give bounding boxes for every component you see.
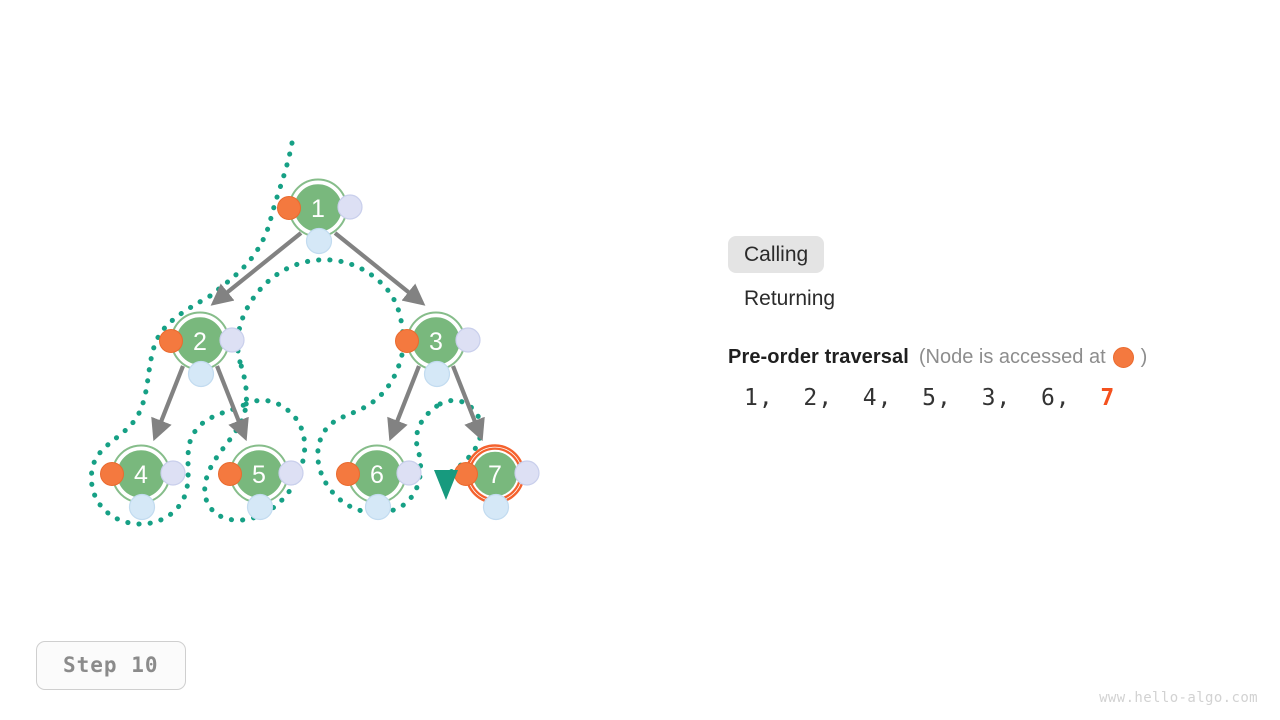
legend-row-returning: Returning: [728, 276, 1248, 320]
tree-node-6[interactable]: 6: [336, 444, 422, 521]
traversal-sequence-item: 6,: [1040, 385, 1101, 411]
current-pointer-triangle-icon: [434, 470, 458, 500]
traversal-sequence-item: 5,: [922, 385, 982, 411]
tree-edges: [151, 231, 485, 442]
traversal-sequence-item: 2,: [803, 385, 863, 411]
traversal-sequence-item: 4,: [862, 385, 923, 411]
traversal-title: Pre-order traversal: [728, 346, 909, 368]
node-label: 1: [311, 195, 325, 223]
tree-node-3[interactable]: 3: [395, 311, 481, 388]
tree-node-7[interactable]: 7: [454, 444, 540, 521]
access-dot-icon: [1112, 347, 1134, 368]
traversal-sequence-item: 7: [1100, 385, 1116, 411]
node-label: 4: [134, 461, 148, 489]
node-access-dot: [277, 196, 301, 220]
edge-n3-n7: [451, 365, 485, 442]
watermark: www.hello-algo.com: [1099, 690, 1258, 706]
node-access-dot: [395, 329, 419, 353]
recursion-path-n2-to-n3: [235, 257, 407, 365]
node-bottom-child-dot: [128, 493, 156, 521]
node-access-dot: [454, 462, 478, 486]
traversal-note-suffix: ): [1140, 346, 1148, 368]
node-right-child-dot: [455, 327, 481, 353]
node-right-child-dot: [337, 194, 363, 220]
edge-n2-n5: [215, 365, 249, 442]
node-right-child-dot: [160, 460, 186, 486]
recursion-path-to-n4: [88, 293, 249, 527]
node-right-child-dot: [514, 460, 540, 486]
traversal-block: Pre-order traversal (Node is accessed at…: [728, 346, 1248, 411]
traversal-heading: Pre-order traversal (Node is accessed at…: [728, 346, 1248, 369]
traversal-note-prefix: (Node is accessed at: [918, 346, 1106, 368]
node-access-dot: [159, 329, 183, 353]
traversal-note: (Node is accessed at ): [919, 346, 1147, 369]
edge-n2-n4: [151, 365, 185, 442]
node-right-child-dot: [396, 460, 422, 486]
binary-tree-diagram: 1 2 3 4: [88, 140, 540, 527]
tree-node-4[interactable]: 4: [100, 444, 186, 521]
node-bottom-child-dot: [482, 493, 510, 521]
tree-node-2[interactable]: 2: [159, 311, 245, 388]
traversal-sequence-item: 1,: [744, 385, 804, 411]
traversal-sequence: 1, 2, 4, 5, 3, 6, 7: [744, 385, 1248, 411]
node-label: 6: [370, 461, 384, 489]
node-label: 3: [429, 328, 443, 356]
legend-returning-label: Returning: [744, 286, 836, 310]
legend-row-calling: Calling: [728, 232, 1248, 276]
traversal-sequence-item: 3,: [981, 385, 1041, 411]
edge-n3-n6: [387, 365, 421, 442]
node-label: 7: [488, 461, 502, 489]
tree-node-5[interactable]: 5: [218, 444, 304, 521]
node-label: 2: [193, 328, 207, 356]
node-label: 5: [252, 461, 266, 489]
node-bottom-child-dot: [187, 360, 215, 388]
step-badge: Step 10: [36, 641, 186, 690]
node-right-child-dot: [219, 327, 245, 353]
node-bottom-child-dot: [423, 360, 451, 388]
tree-node-1[interactable]: 1: [277, 178, 363, 255]
node-bottom-child-dot: [305, 227, 333, 255]
node-right-child-dot: [278, 460, 304, 486]
edge-n1-n3: [333, 231, 426, 306]
node-access-dot: [100, 462, 124, 486]
info-panel: Calling Returning Pre-order traversal (N…: [728, 232, 1248, 411]
node-bottom-child-dot: [364, 493, 392, 521]
node-access-dot: [336, 462, 360, 486]
tree-nodes: 1 2 3 4: [100, 178, 540, 521]
node-bottom-child-dot: [246, 493, 274, 521]
legend-calling-label: Calling: [728, 235, 825, 273]
edge-n1-n2: [210, 231, 303, 306]
node-access-dot: [218, 462, 242, 486]
